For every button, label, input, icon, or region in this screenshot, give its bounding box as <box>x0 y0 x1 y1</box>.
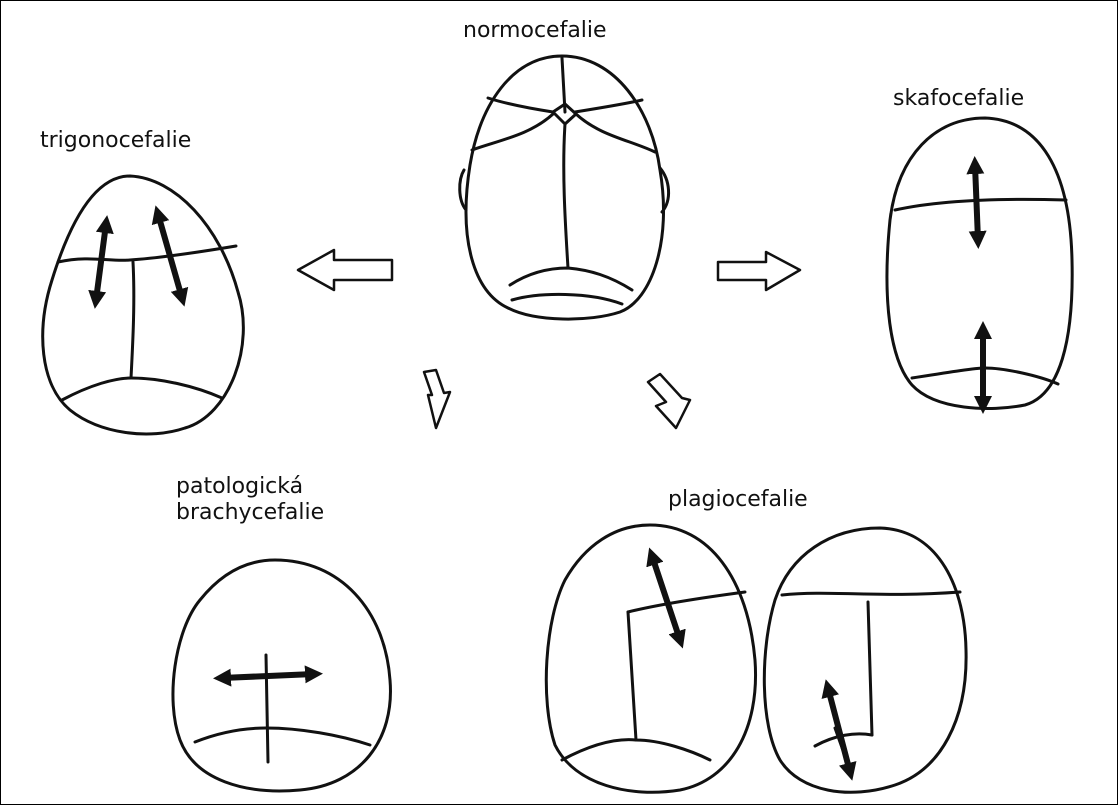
arrow-to-scaphocephaly-icon <box>718 252 800 290</box>
brachycephaly-label-line1: patologická <box>176 474 324 500</box>
normocephaly-skull <box>460 56 669 319</box>
trigonocephaly-skull <box>43 176 244 434</box>
plagiocephaly-skull-b <box>764 528 966 792</box>
plagiocephaly-skull-a <box>546 525 755 792</box>
scaphocephaly-skull <box>887 118 1072 408</box>
arrow-to-plagiocephaly-icon <box>648 374 690 428</box>
brachycephaly-skull <box>173 560 391 791</box>
arrow-to-brachycephaly-icon <box>424 370 450 428</box>
brachycephaly-label-line2: brachycefalie <box>176 500 324 526</box>
arrow-to-trigonocephaly-icon <box>298 250 392 290</box>
scaphocephaly-label: skafocefalie <box>893 86 1024 112</box>
brachycephaly-label: patologická brachycefalie <box>176 474 324 526</box>
normocephaly-label: normocefalie <box>463 18 607 44</box>
trigonocephaly-label: trigonocefalie <box>40 128 191 154</box>
plagiocephaly-label: plagiocefalie <box>668 487 808 513</box>
